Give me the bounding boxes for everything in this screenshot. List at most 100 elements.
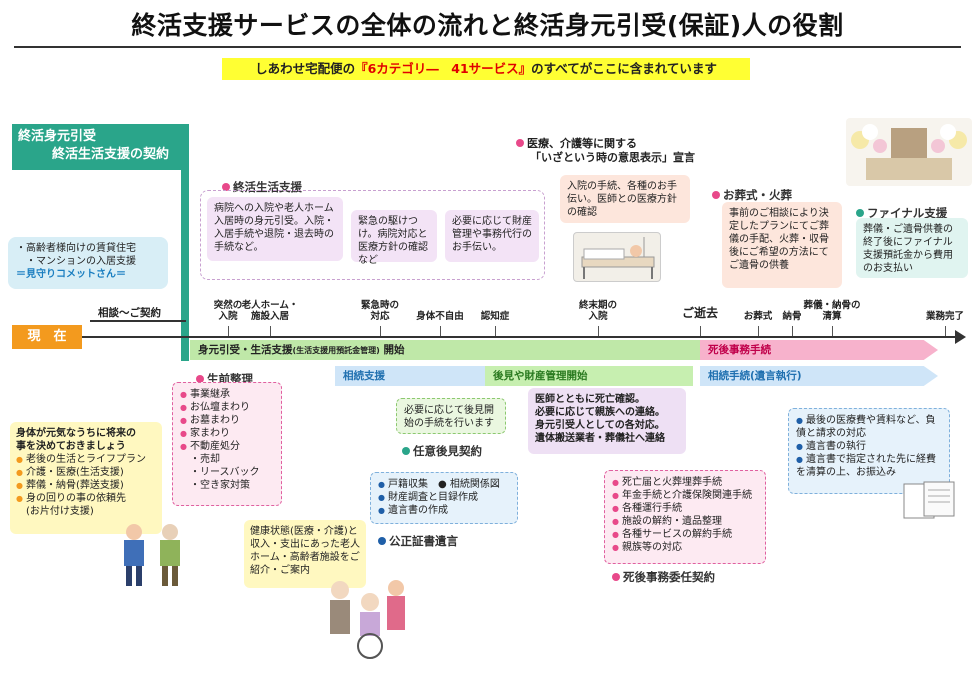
life-support-box2: 緊急の駆けつけ。病院対応と医療方針の確認など <box>351 210 437 266</box>
final-support-box: 葬儀・ご遺骨供養の終了後にファイナル支援預託金から費用のお支払い <box>856 218 968 278</box>
life-support-box3: 必要に応じて財産管理や事務代行のお手伝い。 <box>445 210 539 262</box>
documents-illustration <box>898 480 968 520</box>
timeline-tick-line: 身体不自由 <box>416 311 464 322</box>
document-icon <box>903 481 955 519</box>
final-support-heading: ファイナル支援 <box>856 202 947 221</box>
inheritance-box: 戸籍収集 ● 相続関係図財産調査と目録作成遺言書の作成 <box>370 472 518 524</box>
bullet-dot <box>856 209 864 217</box>
timeline-tick-mark <box>440 326 441 336</box>
list-item: 家まわり <box>180 427 274 440</box>
timeline-tick-label: 身体不自由 <box>400 311 480 322</box>
band-inheritance-label: 相続支援 <box>343 370 385 382</box>
band-life-support-label: 身元引受・生活支援 <box>198 344 293 356</box>
subtitle-banner: しあわせ宅配便の『6カテゴリ― 41サービス』のすべてがここに含まれています <box>222 58 750 80</box>
will-execution-list: 最後の医療費や賃料など、負債と請求の対応遺言書の執行遺言書で指定された先に経費を… <box>796 414 942 479</box>
timeline-tick-mark <box>495 326 496 336</box>
timeline-tick-line: 認知症 <box>480 311 510 322</box>
timeline-tick-label: 葬儀・納骨の清算 <box>792 300 872 322</box>
funeral-altar-icon <box>851 124 967 180</box>
mimamori-box: ・高齢者様向けの賃貸住宅 ・マンションの入居支援 ＝見守りコメットさん＝ <box>8 237 168 289</box>
list-item: 身の回りの事の依頼先 <box>16 492 156 505</box>
timeline-tick-line: ご逝去 <box>681 306 718 320</box>
list-subitem: ・空き家対策 <box>190 480 250 491</box>
subtitle-prefix: しあわせ宅配便の <box>255 61 356 76</box>
list-item: お仏壇まわり <box>180 401 274 414</box>
final-support-label: ファイナル支援 <box>867 206 948 220</box>
list-item: お墓まわり <box>180 414 274 427</box>
timeline-tick-line: 納骨 <box>782 311 802 322</box>
now-marker: 現 在 <box>12 325 82 349</box>
elderly-care-icon <box>330 580 405 659</box>
life-support-box1: 病院への入院や老人ホーム入居時の身元引受。入院・入居手続や退院・退去時の手続など… <box>207 197 343 261</box>
list-item: 財産調査と目録作成 <box>378 491 510 504</box>
band-posthumous-label: 死後事務手続 <box>708 344 771 356</box>
list-item: 各種サービスの解約手続 <box>612 528 758 541</box>
decide-early-list: 老後の生活とライフプラン介護・医療(生活支援)葬儀・納骨(葬送支援)身の回りの事… <box>16 453 156 505</box>
band-inheritance-support: 相続支援 <box>335 366 485 386</box>
pre-arrange-list: 事業継承お仏壇まわりお墓まわり家まわり不動産処分 <box>180 388 274 453</box>
band-life-support-small: (生活支援用預託金管理) <box>292 346 380 355</box>
list-item: 遺言書の作成 <box>378 504 510 517</box>
page-title: 終活支援サービスの全体の流れと終活身元引受(保証)人の役割 <box>131 11 844 40</box>
list-subitem: ・リースバック <box>190 467 260 478</box>
pre-arrange-box: 事業継承お仏壇まわりお墓まわり家まわり不動産処分 ・売却・リースバック・空き家対… <box>172 382 282 506</box>
list-item: 不動産処分 <box>180 440 274 453</box>
mimamori-line3: ＝見守りコメットさん＝ <box>16 269 126 280</box>
contract-stem <box>181 124 189 361</box>
decide-early-head2: 事を決めておきましょう <box>16 441 126 452</box>
medical-label-line2: 「いざという時の意思表示」宣言 <box>530 151 695 164</box>
hospital-bed-icon <box>581 237 655 279</box>
timeline-tick-label: 緊急時の対応 <box>340 300 420 322</box>
medical-label-line1: 医療、介護等に関する <box>527 137 637 150</box>
funeral-heading: お葬式・火葬 <box>712 184 792 203</box>
posthumous-label: 死後事務委任契約 <box>623 570 715 584</box>
inheritance-heading: 公正証書遺言 <box>378 530 458 549</box>
bullet-dot <box>196 375 204 383</box>
list-item: 年金手続と介護保険関連手続 <box>612 489 758 502</box>
death-confirm-line2: 必要に応じて親族への連絡。 <box>535 407 665 418</box>
list-item: 遺言書の執行 <box>796 440 942 453</box>
timeline-tick-mark <box>228 326 229 336</box>
band-guardian-label: 後見や財産管理開始 <box>493 370 588 382</box>
list-item: 各種運行手続 <box>612 502 758 515</box>
decide-early-head1: 身体が元気なうちに将来の <box>16 428 136 439</box>
timeline-tick-label: お葬式 <box>718 311 798 322</box>
guardian-box: 必要に応じて後見開始の手続を行います <box>396 398 506 434</box>
timeline-tick-label: 老人ホーム・施設入居 <box>230 300 310 322</box>
timeline-tick-label: 認知症 <box>455 311 535 322</box>
posthumous-heading: 死後事務委任契約 <box>612 566 715 585</box>
timeline-tick-line: 緊急時の <box>360 300 399 311</box>
consult-label: 相談～ご契約 <box>98 307 161 319</box>
pre-arrange-subitems: ・売却・リースバック・空き家対策 <box>180 453 274 492</box>
timeline-tick-label: 業務完了 <box>905 311 975 322</box>
posthumous-box: 死亡届と火葬埋葬手続年金手続と介護保険関連手続各種運行手続施設の解約・遺品整理各… <box>604 470 766 564</box>
guardian-heading: 任意後見契約 <box>402 440 482 459</box>
timeline-tick-mark <box>832 326 833 336</box>
list-item: 親族等の対応 <box>612 541 758 554</box>
death-confirm-line4: 遺体搬送業者・葬儀社へ連絡 <box>535 433 665 444</box>
list-item: 死亡届と火葬埋葬手続 <box>612 476 758 489</box>
timeline-tick-line: 老人ホーム・ <box>241 300 299 311</box>
subtitle-suffix: のすべてがここに含まれています <box>531 61 717 76</box>
funeral-altar-illustration <box>846 118 972 186</box>
timeline-tick-label: ご逝去 <box>660 306 740 320</box>
timeline-tick-label: 突然の入院 <box>188 300 268 322</box>
title-divider <box>14 46 961 48</box>
band-posthumous: 死後事務手続 <box>700 340 938 360</box>
bullet-dot <box>378 537 386 545</box>
will-execution-box: 最後の医療費や賃料など、負債と請求の対応遺言書の執行遺言書で指定された先に経費を… <box>788 408 950 494</box>
list-item: 遺言書で指定された先に経費を清算の上、お振込み <box>796 453 942 479</box>
band-guardian-start: 後見や財産管理開始 <box>485 366 693 386</box>
medical-heading: 医療、介護等に関する 「いざという時の意思表示」宣言 <box>516 137 695 165</box>
care-home-box: 健康状態(医療・介護)と収入・支出にあった老人ホーム・高齢者施設をご紹介・ご案内 <box>244 520 366 588</box>
medical-box: 入院の手続、各種のお手伝い。医師との医療方針の確認 <box>560 175 690 223</box>
bullet-dot <box>612 573 620 581</box>
timeline-tick-label: 終末期の入院 <box>558 300 638 322</box>
bullet-dot <box>516 139 524 147</box>
consultation-people-icon <box>124 524 180 586</box>
list-item: 介護・医療(生活支援) <box>16 466 156 479</box>
bullet-dot <box>222 183 230 191</box>
death-confirm-box: 医師とともに死亡確認。 必要に応じて親族への連絡。 身元引受人としての各対応。 … <box>528 388 686 454</box>
timeline-tick-line: 終末期の <box>578 300 617 311</box>
guardian-label: 任意後見契約 <box>413 444 482 458</box>
